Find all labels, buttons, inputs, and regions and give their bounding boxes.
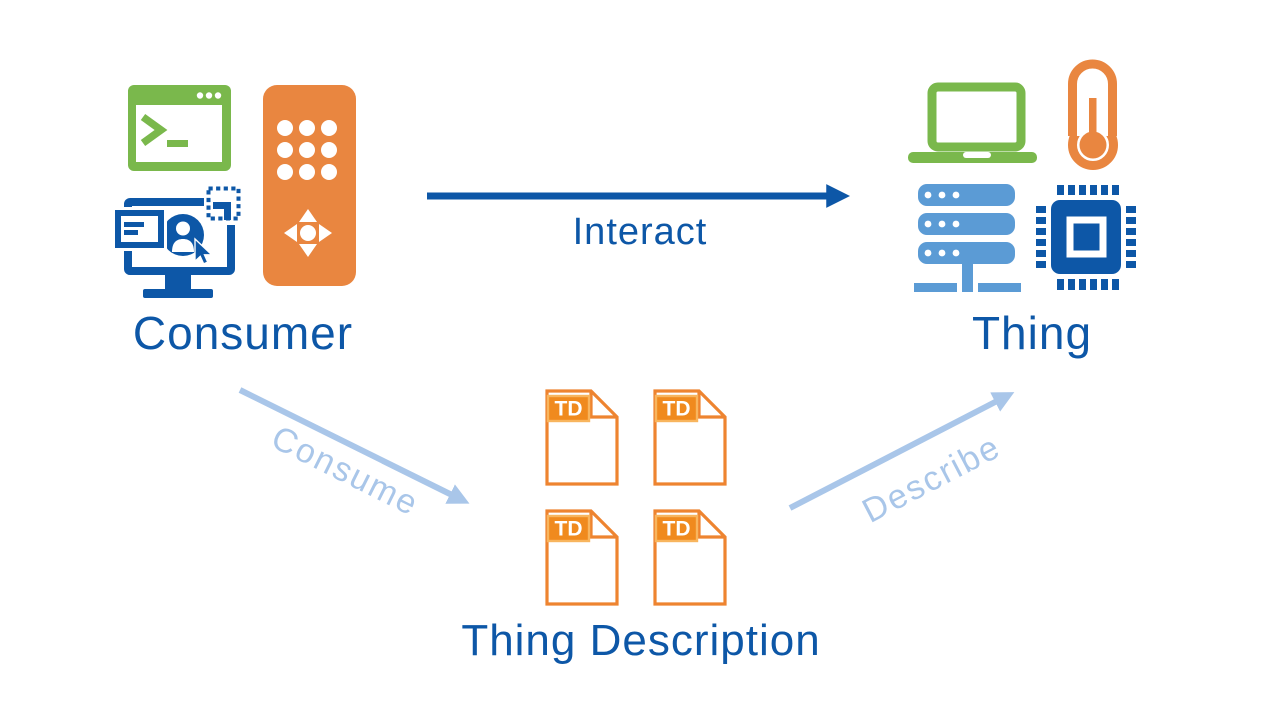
remote-control-icon bbox=[263, 85, 356, 286]
keypad-dots bbox=[277, 120, 337, 180]
cursor-icon bbox=[194, 237, 214, 265]
td-document-icon: TD bbox=[545, 509, 619, 606]
td-badge bbox=[654, 514, 699, 543]
server-base bbox=[914, 283, 1021, 292]
server-rows bbox=[918, 184, 1015, 264]
laptop-icon bbox=[908, 82, 1037, 163]
prompt-glyph bbox=[140, 113, 188, 147]
chip-core bbox=[1066, 216, 1107, 258]
terminal-window-icon bbox=[128, 85, 231, 171]
td-badge bbox=[546, 394, 591, 423]
consumer-label: Consumer bbox=[132, 307, 354, 359]
thermometer-icon bbox=[1068, 59, 1118, 170]
td-badge-text: TD bbox=[663, 398, 691, 421]
td-badge bbox=[654, 394, 699, 423]
chip-pins bbox=[1036, 185, 1136, 290]
dpad bbox=[284, 209, 332, 257]
server-stack-icon bbox=[914, 184, 1021, 292]
td-document-icon: TD bbox=[545, 389, 619, 486]
consume-arrow bbox=[238, 387, 470, 504]
monitor-user-icon bbox=[112, 186, 245, 298]
td-document-icon: TD bbox=[653, 389, 727, 486]
id-card bbox=[112, 207, 167, 251]
thing-label: Thing bbox=[971, 307, 1093, 359]
td-badge-text: TD bbox=[663, 518, 691, 541]
window-dots bbox=[196, 92, 222, 99]
td-badge-text: TD bbox=[555, 518, 583, 541]
thing-description-label: Thing Description bbox=[461, 616, 821, 665]
td-document-icon: TD bbox=[653, 509, 727, 606]
td-badge bbox=[546, 514, 591, 543]
describe-arrow bbox=[788, 392, 1015, 511]
microchip-icon bbox=[1036, 185, 1136, 290]
frame-corner bbox=[213, 202, 231, 220]
td-badge-text: TD bbox=[555, 398, 583, 421]
interact-edge-label: Interact bbox=[572, 211, 708, 253]
